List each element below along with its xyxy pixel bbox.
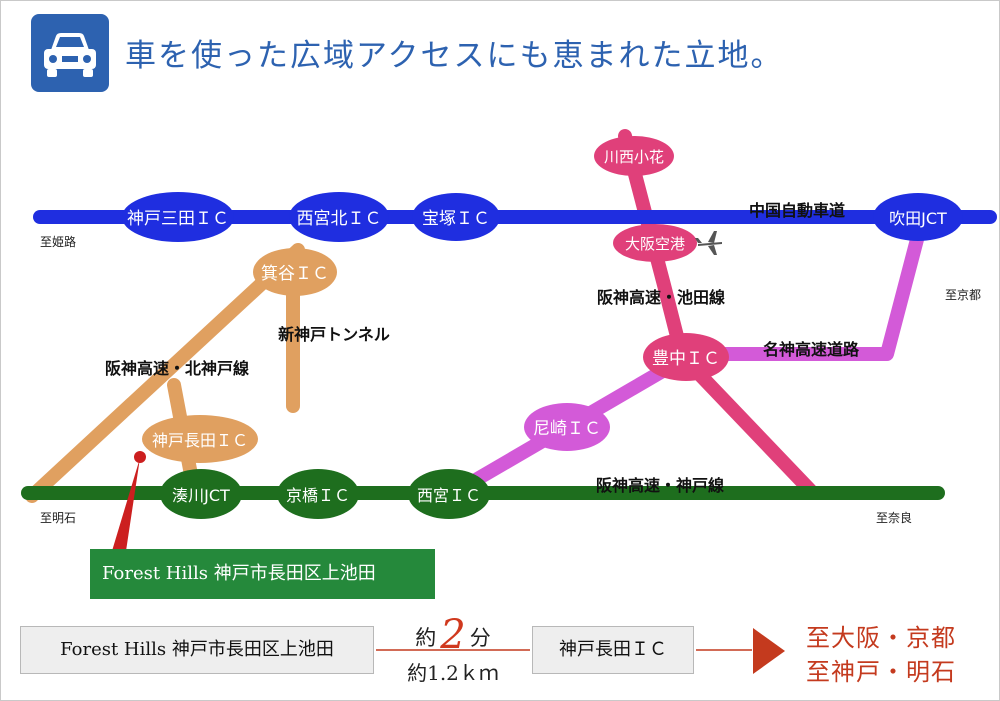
node-minoo: 箕谷ＩＣ	[253, 248, 337, 296]
node-kobe-sanda: 神戸三田ＩＣ	[122, 192, 234, 242]
car-icon	[31, 14, 109, 92]
node-kobe-nagata: 神戸長田ＩＣ	[142, 415, 258, 463]
page-title: 車を使った広域アクセスにも恵まれた立地。	[125, 38, 784, 74]
property-callout: Forest Hills 神戸市長田区上池田	[90, 549, 435, 599]
node-label: 西宮ＩＣ	[417, 486, 481, 505]
node-label: 西宮北ＩＣ	[297, 209, 382, 229]
road-label-meishin: 名神高速道路	[763, 340, 860, 359]
node-nishinomiya-kita: 西宮北ＩＣ	[289, 192, 389, 242]
time-prefix: 約	[415, 626, 437, 650]
route-start-box: Forest Hills 神戸市長田区上池田	[20, 626, 374, 674]
road-label-chugoku: 中国自動車道	[749, 201, 845, 220]
time-value: 2	[440, 612, 466, 658]
node-nishinomiya: 西宮ＩＣ	[408, 469, 490, 519]
node-label: 神戸三田ＩＣ	[127, 209, 229, 229]
node-label: 湊川JCT	[172, 486, 230, 505]
location-marker	[112, 451, 146, 551]
node-label: 神戸長田ＩＣ	[152, 431, 248, 450]
time-unit: 分	[469, 626, 491, 650]
road-label-kobe: 阪神高速・神戸線	[596, 476, 724, 495]
ikeda-line	[618, 129, 817, 497]
direction-himeji: 至姫路	[40, 234, 76, 249]
node-label: 大阪空港	[625, 235, 685, 253]
node-kyobashi: 京橋ＩＣ	[277, 469, 359, 519]
direction-akashi: 至明石	[40, 511, 76, 525]
road-label-ikeda: 阪神高速・池田線	[597, 288, 725, 307]
airplane-icon	[695, 231, 722, 255]
direction-kyoto: 至京都	[945, 288, 981, 302]
node-label: 尼崎ＩＣ	[533, 419, 601, 439]
road-label-kitakobe: 阪神高速・北神戸線	[105, 359, 249, 378]
node-label: 吹田JCT	[889, 209, 947, 228]
road-label-tunnel: 新神戸トンネル	[278, 325, 390, 344]
node-label: 宝塚ＩＣ	[422, 209, 490, 229]
node-osaka-airport: 大阪空港	[613, 224, 697, 262]
node-label: 豊中ＩＣ	[652, 349, 720, 369]
destination-kobe-akashi: 至神戸・明石	[806, 658, 956, 686]
node-suita: 吹田JCT	[873, 193, 963, 241]
node-amagasaki: 尼崎ＩＣ	[524, 403, 610, 451]
node-label: 箕谷ＩＣ	[261, 264, 329, 284]
route-distance: 約1.2ｋｍ	[407, 661, 499, 685]
node-toyonaka: 豊中ＩＣ	[643, 333, 729, 381]
route-end-box: 神戸長田ＩＣ	[532, 626, 694, 674]
node-kawanishi: 川西小花	[594, 136, 674, 176]
node-minatogawa: 湊川JCT	[160, 469, 242, 519]
direction-nara: 至奈良	[876, 510, 912, 525]
node-label: 京橋ＩＣ	[286, 486, 350, 505]
arrow-right-icon	[753, 628, 785, 674]
destination-osaka-kyoto: 至大阪・京都	[806, 624, 956, 652]
node-label: 川西小花	[604, 148, 664, 166]
node-takarazuka: 宝塚ＩＣ	[412, 193, 500, 241]
